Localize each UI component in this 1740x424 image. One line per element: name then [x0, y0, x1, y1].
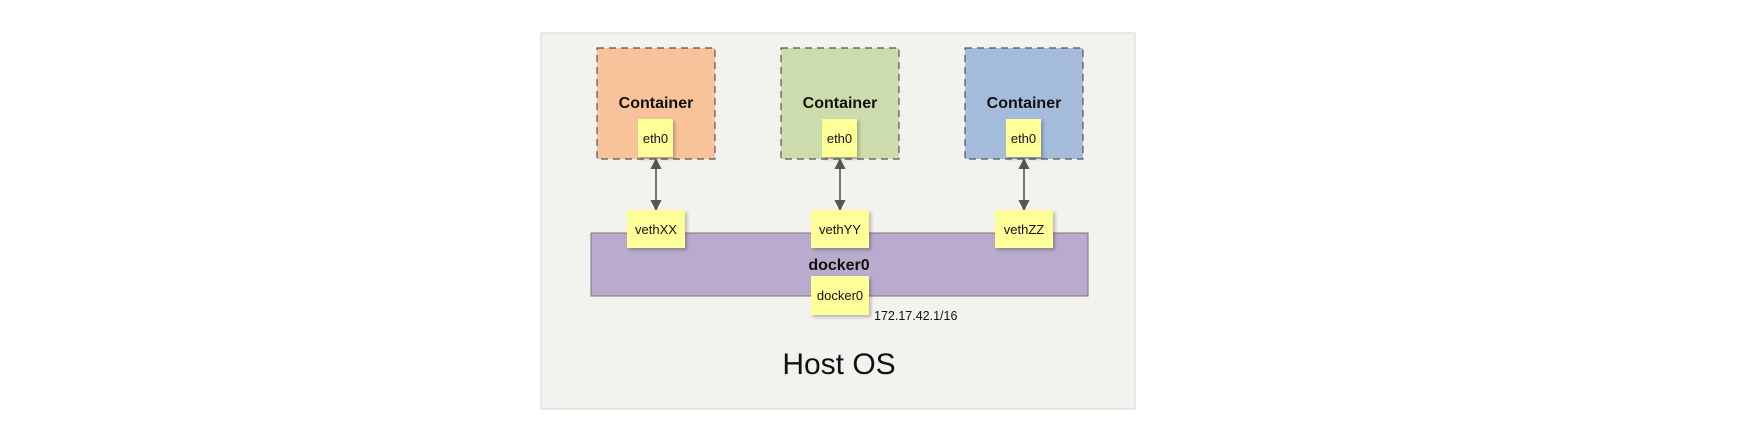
container-1-eth0-label: eth0 — [643, 131, 668, 146]
container-1-title: Container — [619, 95, 694, 112]
container-2: Container eth0 vethYY — [780, 47, 900, 248]
container-2-eth0-label: eth0 — [827, 131, 852, 146]
container-3-title: Container — [987, 95, 1062, 112]
veth-2-pad — [811, 210, 869, 248]
container-1: Container eth0 vethXX — [596, 47, 716, 248]
veth-3-pad — [995, 210, 1053, 248]
container-3: Container eth0 vethZZ — [964, 47, 1084, 248]
container-3-eth0-pad — [1006, 119, 1041, 157]
veth-2-label: vethYY — [819, 222, 861, 237]
container-2-title: Container — [803, 95, 878, 112]
container-2-eth0-pad — [822, 119, 857, 157]
host-os-label: Host OS — [782, 348, 895, 381]
container-3-eth0-label: eth0 — [1011, 131, 1036, 146]
docker0-interface-label: docker0 — [817, 288, 863, 303]
veth-3-label: vethZZ — [1004, 222, 1045, 237]
docker0-ip-address: 172.17.42.1/16 — [874, 309, 957, 323]
veth-1-label: vethXX — [635, 222, 677, 237]
veth-1-pad — [627, 210, 685, 248]
docker0-bridge-title: docker0 — [808, 257, 869, 274]
container-1-eth0-pad — [638, 119, 673, 157]
docker0-interface-pad — [811, 276, 869, 315]
